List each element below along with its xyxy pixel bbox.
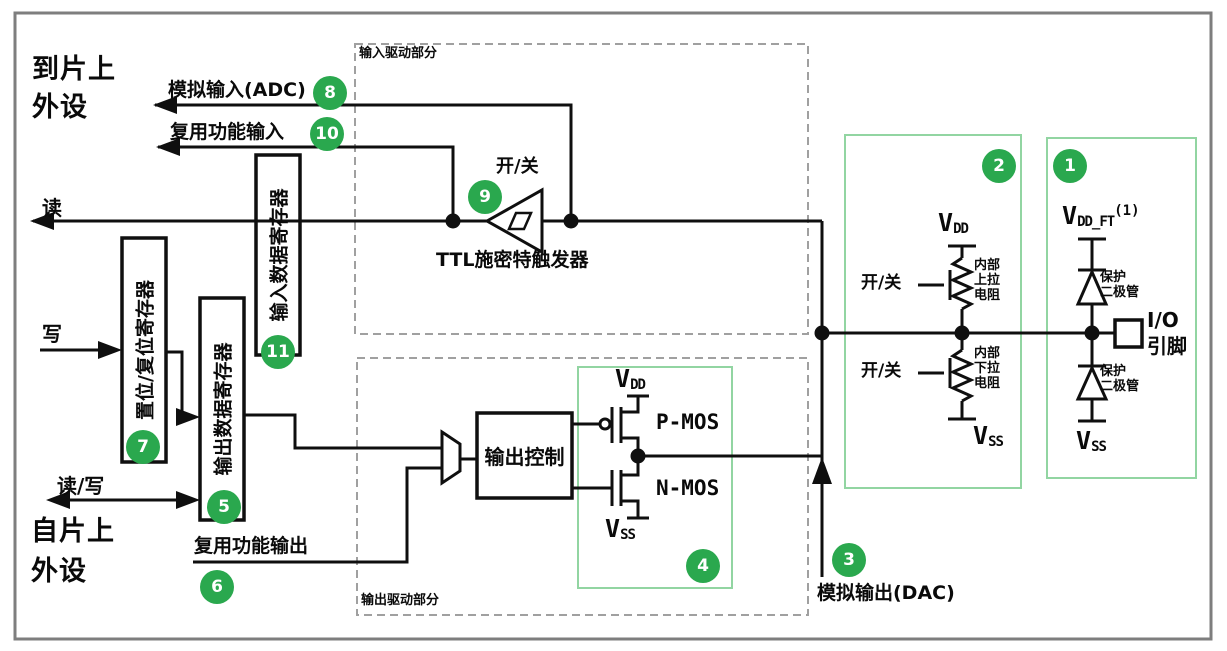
vdd-label-mos: VDD xyxy=(615,364,646,393)
af-input-arrow xyxy=(156,138,180,156)
group-boxes xyxy=(577,134,1197,589)
vdd-label-pullup: VDD xyxy=(938,208,969,237)
set-reset-register-box xyxy=(120,236,168,464)
dac-up-arrow xyxy=(812,457,832,484)
mux-shape xyxy=(440,429,462,486)
to-chip-label-line1: 到片上 xyxy=(32,54,116,85)
pullup-resistor-shape xyxy=(918,244,976,333)
analog-input-label: 模拟输入(ADC) xyxy=(168,79,306,101)
junction-dots xyxy=(445,213,1100,464)
pull-resistor-group-box xyxy=(844,134,1022,489)
io-pin-pad xyxy=(1113,318,1144,349)
from-chip-label-line2: 外设 xyxy=(31,556,87,587)
output-data-register-label: 输出数据寄存器 xyxy=(212,342,235,476)
read-write-left-arrow xyxy=(46,491,70,509)
pulldown-resistor-label: 内部 下拉 电阻 xyxy=(974,346,1001,391)
read-write-label: 读/写 xyxy=(57,474,105,498)
io-pin-label: I/O 引脚 xyxy=(1147,308,1187,358)
mos-group-box xyxy=(577,366,733,589)
marker-4: 4 xyxy=(686,549,720,583)
protection-diodes-shape xyxy=(1075,237,1109,423)
marker-1: 1 xyxy=(1053,149,1087,183)
marker-10: 10 xyxy=(310,117,344,151)
arrowheads xyxy=(30,96,832,509)
pulldown-switch-contact xyxy=(918,358,952,388)
af-input-wire xyxy=(158,145,455,221)
set-reset-register-label: 置位/复位寄存器 xyxy=(134,280,157,420)
vdd-ft-label: VDD_FT(1) xyxy=(1062,201,1140,230)
marker-3: 3 xyxy=(832,543,866,577)
input-driver-section-label: 输入驱动部分 xyxy=(359,46,438,61)
pmos-gate-bubble xyxy=(598,417,612,431)
upper-diode-label: 保护 二极管 xyxy=(1100,270,1140,300)
pmos-shape xyxy=(598,394,649,456)
af-input-label: 复用功能输入 xyxy=(170,121,285,143)
block-shapes xyxy=(120,153,574,522)
vss-label-pulldown: VSS xyxy=(973,421,1004,450)
from-chip-label-line1: 自片上 xyxy=(31,516,115,547)
write-label: 写 xyxy=(42,322,62,346)
setreset-out-arrow xyxy=(176,408,200,426)
marker-9: 9 xyxy=(468,180,502,214)
lower-diode-label: 保护 二极管 xyxy=(1100,364,1140,394)
read-arrow xyxy=(30,212,54,230)
pullup-switch-contact xyxy=(918,270,952,300)
marker-6: 6 xyxy=(200,570,234,604)
marker-7: 7 xyxy=(126,430,160,464)
driver-section-boxes xyxy=(354,43,809,616)
analog-output-label: 模拟输出(DAC) xyxy=(817,582,955,604)
marker-8: 8 xyxy=(313,76,347,110)
output-control-box xyxy=(475,411,574,500)
marker-5: 5 xyxy=(207,490,241,524)
pullup-switch-label: 开/关 xyxy=(861,273,902,293)
input-data-register-label: 输入数据寄存器 xyxy=(268,188,291,322)
schmitt-switch-label: 开/关 xyxy=(496,156,539,177)
read-write-right-arrow xyxy=(176,491,200,509)
hysteresis-icon xyxy=(507,211,533,231)
af-output-wire xyxy=(193,466,442,564)
pmos-label: P-MOS xyxy=(656,410,720,434)
pullup-resistor-label: 内部 上拉 电阻 xyxy=(974,258,1001,303)
setreset-to-outputreg-wire xyxy=(166,350,192,419)
outputreg-to-mux-wire xyxy=(244,413,442,450)
marker-2: 2 xyxy=(982,149,1016,183)
schmitt-trigger-label: TTL施密特触发器 xyxy=(436,249,589,271)
to-chip-label-line2: 外设 xyxy=(32,92,88,123)
nmos-label: N-MOS xyxy=(656,476,720,500)
write-arrow xyxy=(98,341,122,359)
figure-border xyxy=(13,11,1213,641)
pulldown-resistor-shape xyxy=(918,333,976,421)
af-output-label: 复用功能输出 xyxy=(194,535,309,557)
marker-11: 11 xyxy=(261,335,295,369)
nmos-shape xyxy=(610,456,649,520)
output-driver-section-label: 输出驱动部分 xyxy=(361,593,440,608)
output-driver-box xyxy=(356,357,809,616)
output-data-register-box xyxy=(198,296,246,522)
protection-group-box xyxy=(1046,137,1197,479)
analog-input-wire xyxy=(155,103,573,221)
schmitt-trigger-shape xyxy=(483,187,544,255)
wires xyxy=(33,103,1115,577)
input-data-register-box xyxy=(254,153,302,357)
output-control-label: 输出控制 xyxy=(484,445,565,469)
vss-label-protection: VSS xyxy=(1076,426,1107,455)
vss-label-mos: VSS xyxy=(605,514,636,543)
pulldown-switch-label: 开/关 xyxy=(861,361,902,381)
input-driver-box xyxy=(354,43,809,335)
read-label: 读 xyxy=(42,196,62,220)
analog-input-arrow xyxy=(153,96,177,114)
